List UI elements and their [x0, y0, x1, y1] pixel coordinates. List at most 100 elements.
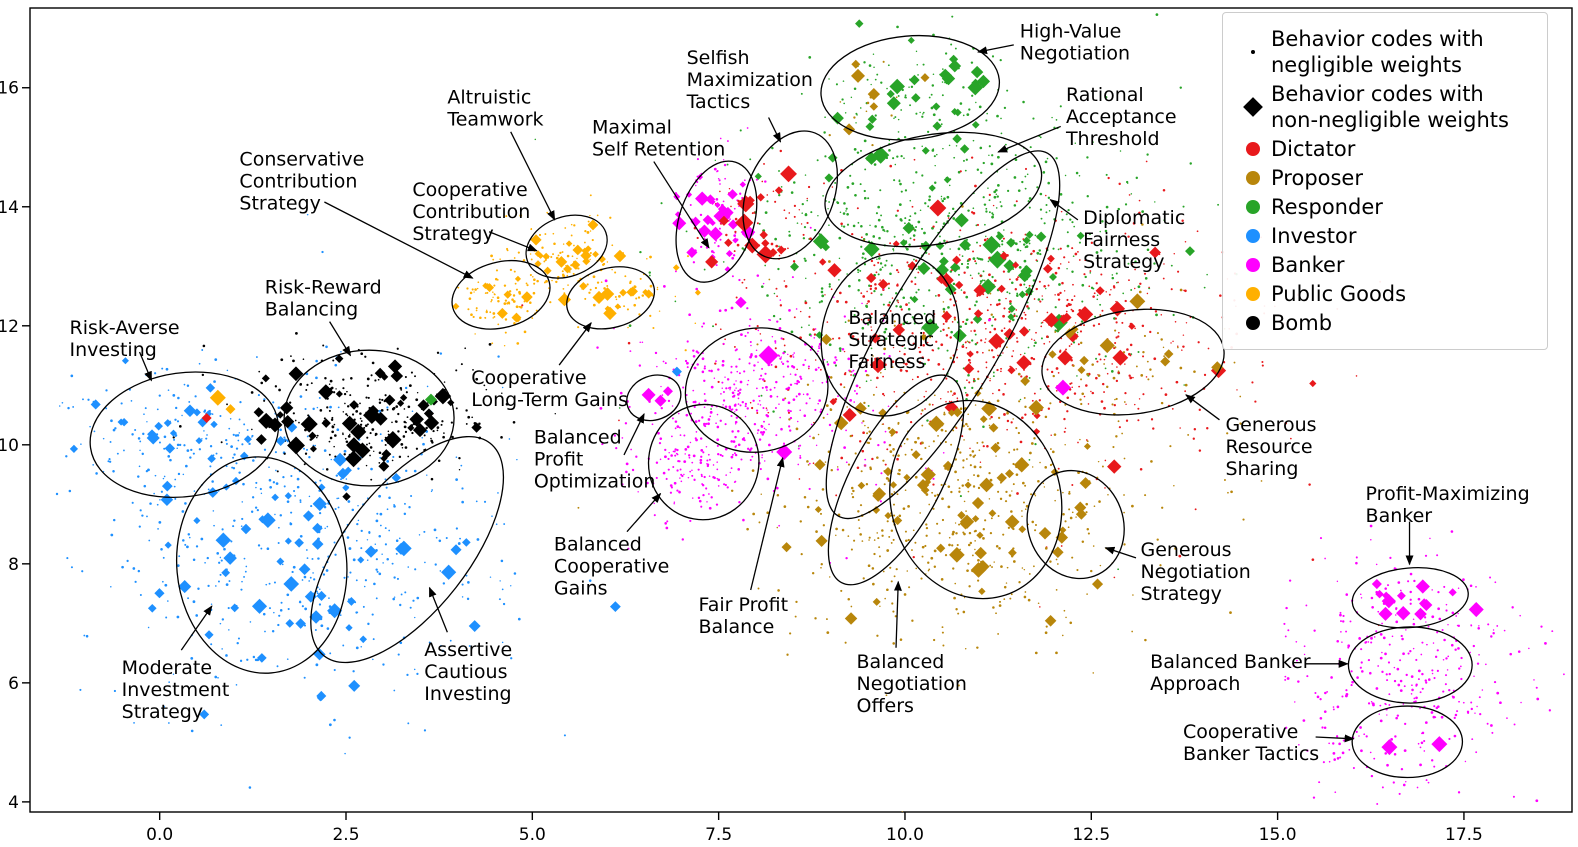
- proposer-point-small: [862, 420, 865, 423]
- banker-point-small: [789, 373, 792, 375]
- dictator-point-small: [1308, 483, 1311, 486]
- banker-point-small: [1407, 580, 1410, 583]
- investor-point-small: [301, 579, 304, 581]
- proposer-point-small: [795, 600, 798, 604]
- dictator-point-small: [992, 355, 995, 359]
- proposer-point-big: [988, 422, 999, 433]
- proposer-point-small: [982, 399, 984, 401]
- banker-point-small: [734, 420, 738, 424]
- dictator-point-small: [1015, 200, 1018, 203]
- banker-point-small: [855, 384, 859, 388]
- public_goods-point-small: [546, 211, 549, 214]
- dictator-point-big: [1057, 349, 1073, 366]
- responder-point-small: [971, 386, 974, 389]
- dictator-point-small: [1083, 324, 1085, 327]
- banker-point-small: [713, 167, 717, 171]
- public_goods-point-big: [452, 302, 460, 310]
- banker-point-small: [601, 442, 604, 446]
- responder-point-small: [1025, 286, 1028, 289]
- dictator-point-small: [714, 323, 717, 326]
- dictator-point-big: [756, 193, 765, 202]
- dictator-point-small: [793, 204, 797, 208]
- public_goods-point-big: [592, 250, 599, 258]
- investor-point-small: [249, 621, 252, 623]
- banker-point-small: [1451, 695, 1454, 698]
- banker-point-small: [925, 467, 927, 470]
- proposer-point-small: [876, 456, 879, 459]
- dictator-point-small: [1066, 410, 1069, 413]
- dictator-point-small: [896, 457, 899, 461]
- investor-point-small: [305, 549, 308, 551]
- banker-point-small: [734, 411, 736, 413]
- dictator-point-small: [627, 341, 631, 345]
- proposer-point-small: [944, 440, 947, 444]
- proposer-point-small: [954, 458, 958, 461]
- banker-point-small: [1285, 726, 1288, 729]
- dictator-point-small: [932, 225, 935, 228]
- responder-point-small: [971, 94, 974, 97]
- banker-point-small: [1345, 630, 1348, 633]
- legend-marker-box: [1235, 142, 1271, 156]
- public_goods-point-big: [598, 255, 606, 264]
- responder-point-small: [1040, 337, 1043, 340]
- responder-point-big: [754, 172, 762, 180]
- banker-point-small: [739, 404, 742, 407]
- proposer-point-small: [977, 558, 980, 562]
- dictator-point-small: [1092, 295, 1095, 298]
- responder-point-small: [982, 425, 985, 429]
- dictator-point-small: [1128, 279, 1130, 282]
- investor-point-small: [403, 512, 407, 516]
- dictator-point-big: [1012, 261, 1020, 269]
- proposer-point-small: [882, 570, 885, 573]
- bomb-point-small: [402, 435, 406, 438]
- dictator-point-small: [1105, 291, 1107, 293]
- banker-point-small: [766, 409, 768, 411]
- responder-point-small: [988, 211, 991, 214]
- bomb-point-big: [341, 415, 358, 432]
- responder-point-small: [1028, 376, 1031, 379]
- proposer-point-small: [956, 543, 959, 547]
- investor-point-small: [239, 401, 242, 404]
- public_goods-point-small: [674, 295, 677, 298]
- proposer-point-small: [1023, 595, 1027, 599]
- proposer-point-small: [954, 582, 957, 585]
- banker-point-small: [808, 397, 811, 400]
- responder-point-small: [921, 145, 923, 147]
- banker-point-small: [1478, 696, 1481, 699]
- proposer-point-small: [776, 526, 779, 529]
- investor-point-small: [343, 576, 346, 579]
- bomb-point-small: [364, 424, 368, 428]
- annotation-line: Gains: [554, 578, 608, 600]
- annotation-arrow-cooperative: [1315, 734, 1355, 743]
- public_goods-point-small: [471, 288, 474, 291]
- proposer-point-small: [1024, 484, 1027, 487]
- cluster-ellipse-rational-acceptance-threshold: [824, 131, 1043, 248]
- responder-point-small: [801, 212, 803, 214]
- proposer-point-small: [887, 426, 891, 430]
- investor-point-small: [123, 449, 125, 452]
- investor-point-small: [130, 400, 133, 402]
- responder-point-small: [868, 284, 871, 287]
- dictator-point-small: [806, 221, 809, 225]
- responder-point-small: [1076, 331, 1079, 334]
- responder-point-small: [974, 304, 977, 307]
- banker-point-small: [1489, 576, 1492, 579]
- public_goods-point-small: [496, 296, 500, 300]
- proposer-point-small: [878, 334, 881, 337]
- bomb-point-small: [334, 434, 337, 437]
- banker-point-small: [676, 489, 679, 492]
- proposer-point-small: [1193, 370, 1196, 373]
- banker-point-small: [760, 378, 762, 380]
- responder-point-small: [1067, 208, 1070, 212]
- proposer-point-small: [1068, 508, 1071, 511]
- proposer-point-small: [932, 638, 936, 642]
- bomb-point-small: [465, 422, 468, 425]
- banker-point-small: [728, 405, 732, 409]
- banker-point-small: [843, 315, 846, 318]
- dictator-point-small: [1023, 311, 1026, 314]
- responder-point-small: [828, 283, 831, 286]
- responder-point-small: [922, 113, 924, 115]
- responder-point-small: [888, 149, 891, 152]
- banker-point-small: [751, 455, 754, 458]
